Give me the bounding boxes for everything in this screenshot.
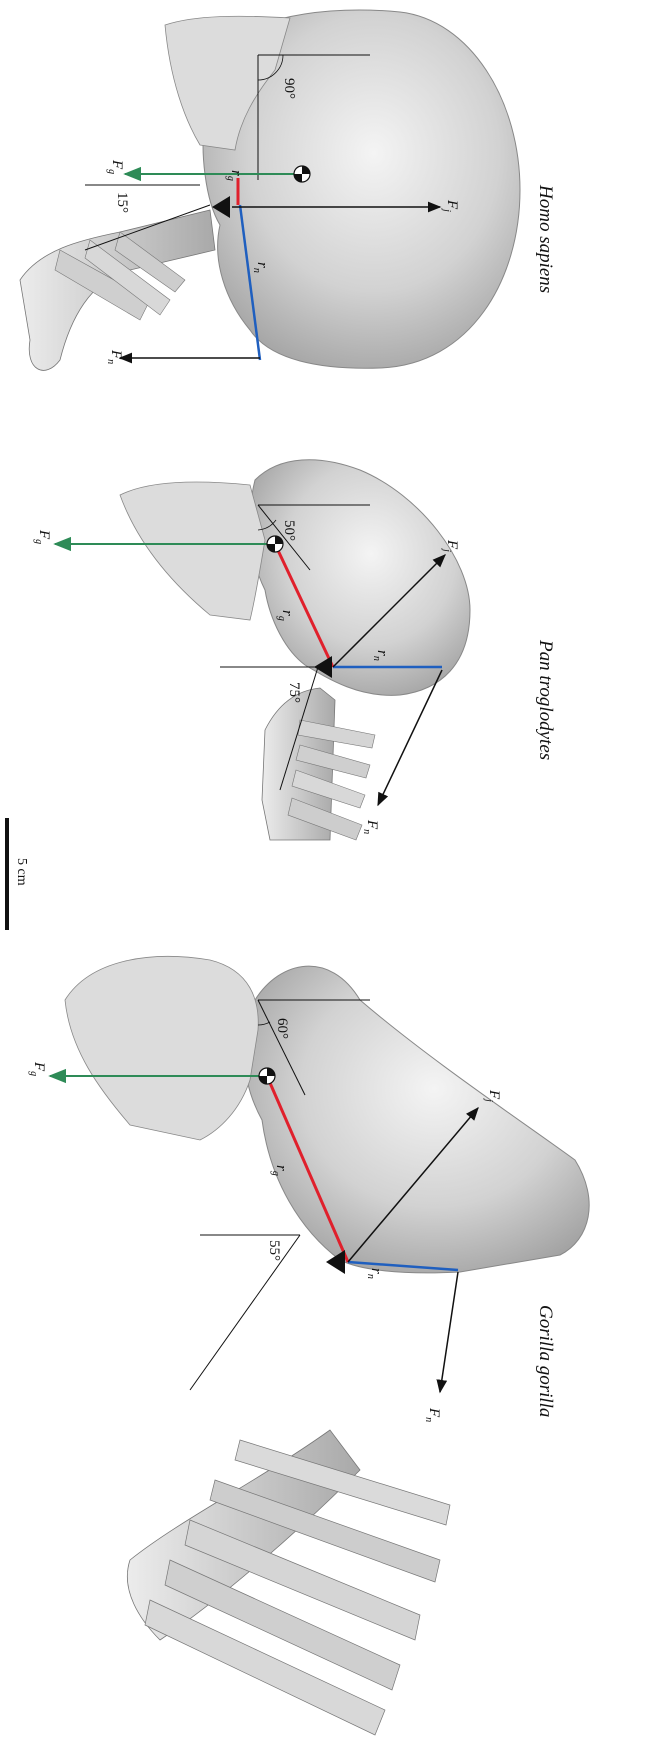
angle-label-lower: 15° xyxy=(114,192,130,213)
force-label-neck: Fn xyxy=(361,819,380,834)
force-label-gravity: Fg xyxy=(28,1061,47,1076)
angle-label-upper: 50° xyxy=(281,520,297,541)
cervical-spine xyxy=(262,688,375,840)
face-maxilla xyxy=(65,956,258,1140)
cranium xyxy=(250,460,470,696)
angle-label-lower: 75° xyxy=(286,682,302,703)
species-label: Homo sapiens xyxy=(535,184,556,293)
panel-gorilla-gorilla: 60° 55° Fg rg Fj rn Fn Gorilla gorilla xyxy=(28,956,589,1735)
force-label-neck: Fn xyxy=(105,349,124,364)
panel-homo-sapiens: 90° 15° Fg rg Fj rn Fn Homo sapiens xyxy=(20,10,556,370)
cranium xyxy=(245,966,590,1273)
scale-bar-label: 5 cm xyxy=(14,858,29,886)
species-label: Gorilla gorilla xyxy=(535,1305,556,1417)
species-label: Pan troglodytes xyxy=(535,639,556,760)
angle-label-upper: 60° xyxy=(274,1018,290,1039)
scale-bar: 5 cm xyxy=(7,818,29,930)
cervical-spine xyxy=(20,210,215,370)
angle-label-upper: 90° xyxy=(281,78,297,99)
force-label-gravity: Fg xyxy=(106,159,125,174)
angle-label-lower: 55° xyxy=(266,1240,282,1261)
force-label-gravity: Fg xyxy=(33,529,52,544)
cervical-spine-and-ribs xyxy=(127,1430,450,1735)
panel-pan-troglodytes: 50° 75° Fg rg Fj rn Fn Pan troglodytes xyxy=(33,460,556,840)
face-maxilla xyxy=(120,482,265,620)
force-label-neck: Fn xyxy=(423,1407,442,1422)
force-label-joint: Fj xyxy=(483,1089,502,1102)
arm-label-neck: rn xyxy=(365,1268,384,1279)
